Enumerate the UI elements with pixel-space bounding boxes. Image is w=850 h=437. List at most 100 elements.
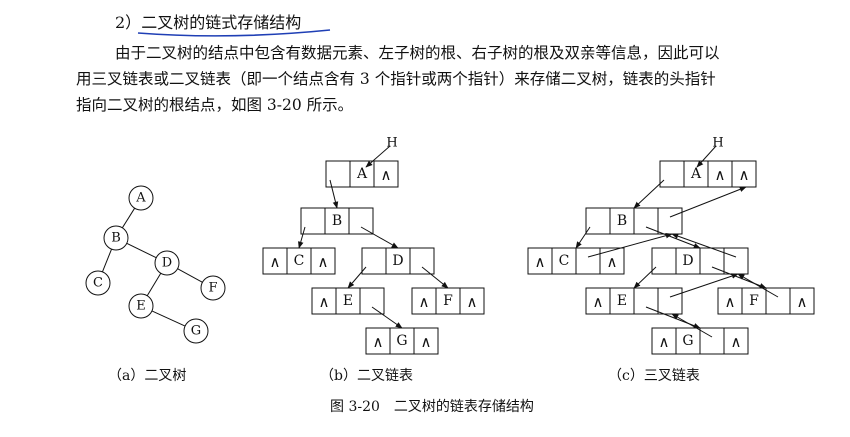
tree-label: （a）二叉树 xyxy=(108,368,187,384)
binary-node-F-data: F xyxy=(443,293,453,309)
binary-node-G-cell-0 xyxy=(365,327,391,355)
triple-parent-G-E xyxy=(671,313,713,338)
triple-node-E-null-0: ∧ xyxy=(593,293,604,311)
figure-caption: 图 3-20 二叉树的链表存储结构 xyxy=(330,399,534,415)
triple-node-E-cell-1 xyxy=(609,287,635,315)
triple-node-C-cell-2 xyxy=(575,247,601,275)
triple-arrow-A-B xyxy=(633,179,665,209)
tree-node-E xyxy=(128,293,154,319)
binary-node-B-cell-2 xyxy=(348,207,374,235)
binary-node-D-cell-0 xyxy=(361,247,387,275)
tree-node-B xyxy=(103,225,129,251)
binary-node-A-cell-2 xyxy=(373,160,399,188)
triple-node-A-cell-1 xyxy=(683,160,709,188)
binary-node-D-data: D xyxy=(392,253,403,269)
triple-node-C-null-3: ∧ xyxy=(607,253,618,271)
section-title: 二叉树的链式存储结构 xyxy=(141,13,302,32)
tree-node-F xyxy=(200,275,226,301)
tree-edge-D-F xyxy=(177,268,203,283)
binary-node-G-cell-2 xyxy=(413,327,439,355)
binary-node-B-data: B xyxy=(332,213,342,229)
binary-node-E-data: E xyxy=(343,293,353,309)
tree-node-label-G: G xyxy=(191,324,201,339)
binary-node-C-null-2: ∧ xyxy=(318,253,329,271)
paragraph-line-3: 指向二叉树的根结点，如图 3-20 所示。 xyxy=(76,96,354,114)
binary-node-C-cell-0 xyxy=(262,247,288,275)
tree-node-label-F: F xyxy=(208,281,217,296)
tree-edge-D-E xyxy=(146,273,162,296)
paragraph-line-2: 用三叉链表或二叉链表（即一个结点含有 3 个指针或两个指针）来存储二叉树，链表的… xyxy=(76,70,716,88)
triple-node-D-cell-1 xyxy=(675,247,701,275)
binary-node-C-cell-2 xyxy=(310,247,336,275)
triple-parent-F-D xyxy=(737,273,779,298)
title-underline xyxy=(137,29,331,37)
binary-node-C-data: C xyxy=(294,253,305,269)
tree-node-label-B: B xyxy=(111,231,121,246)
triple-parent-E-D xyxy=(669,273,739,298)
triple-node-A-cell-3 xyxy=(731,160,757,188)
triple-node-G-cell-0 xyxy=(651,327,677,355)
section-heading: 2）二叉树的链式存储结构 xyxy=(115,12,301,34)
triple-parent-C-B xyxy=(587,232,673,258)
tree-node-D xyxy=(154,250,180,276)
binary-node-E-cell-2 xyxy=(359,287,385,315)
binary-list-label: （b）二叉链表 xyxy=(320,368,413,384)
binary-arrow-B-D xyxy=(360,226,399,249)
tree-node-G xyxy=(183,318,209,344)
triple-node-F-cell-3 xyxy=(789,287,815,315)
binary-node-E-null-0: ∧ xyxy=(319,293,330,311)
triple-node-D-data: D xyxy=(682,253,693,269)
binary-node-F-cell-2 xyxy=(459,287,485,315)
triple-head-label: H xyxy=(712,136,723,151)
binary-arrow-D-F xyxy=(421,266,449,289)
binary-node-D-cell-2 xyxy=(409,247,435,275)
binary-arrow-D-E xyxy=(347,266,367,289)
binary-node-F-null-0: ∧ xyxy=(419,293,430,311)
triple-node-C-data: C xyxy=(559,253,570,269)
binary-node-G-null-0: ∧ xyxy=(373,333,384,351)
binary-node-F-cell-1 xyxy=(435,287,461,315)
triple-node-G-null-0: ∧ xyxy=(659,333,670,351)
tree-edge-B-D xyxy=(126,242,157,259)
binary-head-label: H xyxy=(386,136,397,151)
triple-node-E-cell-0 xyxy=(585,287,611,315)
binary-node-A-data: A xyxy=(356,166,368,182)
triple-node-A-data: A xyxy=(690,166,702,182)
tree-node-C xyxy=(85,270,111,296)
triple-node-F-cell-0 xyxy=(717,287,743,315)
tree-node-A xyxy=(128,185,154,211)
binary-node-A-null-2: ∧ xyxy=(381,166,392,184)
binary-node-G-null-2: ∧ xyxy=(421,333,432,351)
triple-node-C-cell-1 xyxy=(551,247,577,275)
binary-head-pointer xyxy=(365,145,391,168)
binary-arrow-B-C xyxy=(298,226,306,249)
triple-head-pointer xyxy=(696,145,717,168)
triple-node-A-cell-0 xyxy=(659,160,685,188)
binary-node-A-cell-0 xyxy=(325,160,351,188)
triple-node-A-null-3: ∧ xyxy=(739,166,750,184)
tree-node-label-C: C xyxy=(93,276,103,291)
triple-parent-D-B xyxy=(671,233,737,258)
triple-node-D-cell-3 xyxy=(723,247,749,275)
triple-node-C-cell-3 xyxy=(599,247,625,275)
triple-node-A-cell-2 xyxy=(707,160,733,188)
binary-arrow-E-G xyxy=(371,306,403,329)
binary-node-C-null-0: ∧ xyxy=(270,253,281,271)
triple-node-G-null-3: ∧ xyxy=(731,333,742,351)
triple-arrow-D-E xyxy=(633,266,657,289)
triple-node-E-data: E xyxy=(617,293,627,309)
tree-node-label-E: E xyxy=(136,299,146,314)
triple-list-label: （c）三叉链表 xyxy=(608,368,700,384)
triple-node-B-data: B xyxy=(617,213,627,229)
triple-node-F-null-0: ∧ xyxy=(725,293,736,311)
triple-node-F-cell-1 xyxy=(741,287,767,315)
triple-node-D-cell-0 xyxy=(651,247,677,275)
triple-node-G-cell-3 xyxy=(723,327,749,355)
paragraph-line-1: 由于二叉树的结点中包含有数据元素、左子树的根、右子树的根及双亲等信息，因此可以 xyxy=(115,44,720,62)
tree-edge-B-C xyxy=(101,248,113,273)
binary-node-E-cell-0 xyxy=(311,287,337,315)
triple-node-F-data: F xyxy=(749,293,759,309)
binary-node-F-cell-0 xyxy=(411,287,437,315)
triple-node-E-cell-3 xyxy=(657,287,683,315)
binary-node-F-null-2: ∧ xyxy=(467,293,478,311)
